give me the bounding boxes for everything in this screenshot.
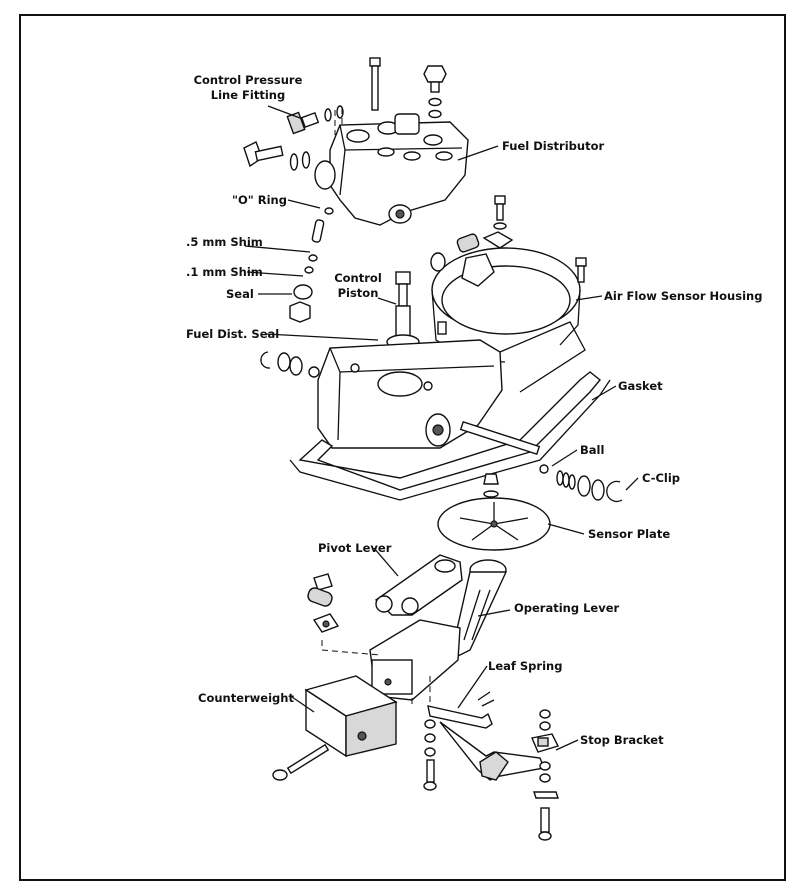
- label-shim-5mm: .5 mm Shim: [186, 235, 263, 249]
- label-air-flow-sensor-housing: Air Flow Sensor Housing: [604, 289, 762, 303]
- label-c-clip: C-Clip: [642, 471, 680, 485]
- control-piston: [386, 271, 420, 350]
- label-fuel-dist-seal: Fuel Dist. Seal: [186, 327, 279, 341]
- counterweight-bolt: [272, 743, 330, 781]
- label-control-pressure-2: Line Fitting: [211, 88, 285, 102]
- label-control-pressure-1: Control Pressure: [194, 73, 303, 87]
- banjo-bolt-left: [243, 141, 311, 171]
- banjo-bolt-top: [423, 65, 447, 119]
- fuel-dist-seal: [260, 351, 320, 378]
- adjusting-screw-parts: [307, 573, 340, 633]
- lower-bolt-stack: [423, 719, 437, 791]
- label-sensor-plate: Sensor Plate: [588, 527, 670, 541]
- label-o-ring: "O" Ring: [232, 193, 287, 207]
- stop-bracket: [531, 709, 559, 841]
- sensor-plate: [437, 473, 551, 551]
- leaf-spring: [427, 691, 495, 729]
- label-gasket: Gasket: [618, 379, 663, 393]
- label-control-piston-1: Control: [334, 271, 382, 285]
- label-leaf-spring: Leaf Spring: [488, 659, 562, 673]
- label-stop-bracket: Stop Bracket: [580, 733, 664, 747]
- label-control-piston-2: Piston: [338, 286, 379, 300]
- hold-down-bolts: [456, 195, 587, 287]
- assembly-guide-fuel: [334, 108, 343, 135]
- long-bolt-top: [369, 57, 381, 111]
- label-counterweight: Counterweight: [198, 691, 294, 705]
- fuel-distributor: [314, 113, 469, 226]
- ball-spring-clip: [459, 420, 623, 503]
- counterweight: [304, 675, 398, 758]
- pivot-lever: [374, 554, 463, 616]
- leader-lines: [244, 105, 639, 751]
- label-fuel-distributor: Fuel Distributor: [502, 139, 604, 153]
- label-shim-1mm: .1 mm Shim: [186, 265, 263, 279]
- o-ring-stack: [289, 207, 334, 323]
- diagram-border: [19, 14, 786, 881]
- sensor-body: [317, 321, 586, 449]
- stop-lever-arm: [439, 721, 545, 781]
- callout-labels: Control Pressure Line Fitting Fuel Distr…: [186, 73, 762, 747]
- label-operating-lever: Operating Lever: [514, 601, 620, 615]
- label-pivot-lever: Pivot Lever: [318, 541, 392, 555]
- label-ball: Ball: [580, 443, 604, 457]
- label-seal: Seal: [226, 287, 254, 301]
